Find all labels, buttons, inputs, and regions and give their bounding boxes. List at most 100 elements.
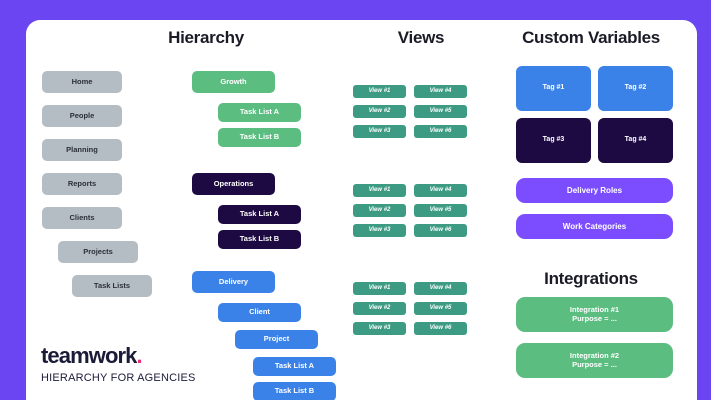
sidebar-item-task-lists[interactable]: Task Lists	[72, 275, 152, 297]
hierarchy-node-operations[interactable]: Operations	[192, 173, 275, 195]
view-button[interactable]: View #5	[414, 302, 467, 315]
hierarchy-node-label: Operations	[213, 178, 254, 188]
logo-word-text: teamwork	[41, 343, 137, 368]
integration-purpose: Purpose = ...	[572, 359, 617, 369]
view-button[interactable]: View #4	[414, 282, 467, 295]
hierarchy-node-label: Task List A	[274, 361, 315, 371]
hierarchy-node-delivery[interactable]: Delivery	[192, 271, 275, 293]
hierarchy-node-delivery-task-list-a[interactable]: Task List A	[253, 357, 336, 376]
tag-label: Tag #2	[624, 84, 647, 92]
hierarchy-node-operations-task-list-b[interactable]: Task List B	[218, 230, 301, 249]
sidebar-item-label: People	[69, 110, 95, 120]
logo-dot-icon: .	[136, 343, 143, 368]
view-label: View #3	[368, 325, 391, 332]
hierarchy-node-client[interactable]: Client	[218, 303, 301, 322]
view-label: View #6	[429, 128, 452, 135]
view-label: View #1	[368, 285, 391, 292]
view-label: View #2	[368, 108, 391, 115]
hierarchy-node-label: Task List B	[239, 132, 280, 142]
tag-card-3[interactable]: Tag #3	[516, 118, 591, 163]
view-button[interactable]: View #4	[414, 184, 467, 197]
hierarchy-node-project[interactable]: Project	[235, 330, 318, 349]
integration-title: Integration #2	[569, 350, 620, 360]
tag-label: Tag #1	[542, 84, 565, 92]
view-button[interactable]: View #6	[414, 322, 467, 335]
view-label: View #4	[429, 88, 452, 95]
hierarchy-node-label: Task List B	[274, 386, 315, 396]
pill-label: Delivery Roles	[566, 185, 623, 195]
integrations-column-title: Integrations	[544, 269, 638, 288]
hierarchy-node-label: Client	[249, 307, 270, 317]
sidebar-item-reports[interactable]: Reports	[42, 173, 122, 195]
hierarchy-node-label: Growth	[220, 76, 247, 86]
view-label: View #2	[368, 305, 391, 312]
view-button[interactable]: View #1	[353, 184, 406, 197]
view-label: View #5	[429, 108, 452, 115]
view-button[interactable]: View #3	[353, 125, 406, 138]
work-categories-pill[interactable]: Work Categories	[516, 214, 673, 239]
view-button[interactable]: View #2	[353, 302, 406, 315]
integration-card-2[interactable]: Integration #2 Purpose = ...	[516, 343, 673, 378]
view-label: View #6	[429, 227, 452, 234]
integration-title: Integration #1	[569, 304, 620, 314]
hierarchy-node-label: Delivery	[218, 276, 249, 286]
view-label: View #1	[368, 187, 391, 194]
view-label: View #4	[429, 285, 452, 292]
logo-subtitle: HIERARCHY FOR AGENCIES	[41, 372, 196, 384]
sidebar-item-clients[interactable]: Clients	[42, 207, 122, 229]
content-card: Hierarchy Views Custom Variables Integra…	[26, 20, 697, 400]
view-button[interactable]: View #1	[353, 85, 406, 98]
view-label: View #5	[429, 305, 452, 312]
sidebar-item-label: Task Lists	[93, 280, 131, 290]
view-button[interactable]: View #3	[353, 224, 406, 237]
view-label: View #5	[429, 207, 452, 214]
hierarchy-node-label: Task List A	[239, 209, 280, 219]
view-button[interactable]: View #5	[414, 204, 467, 217]
view-label: View #2	[368, 207, 391, 214]
view-button[interactable]: View #5	[414, 105, 467, 118]
sidebar-item-label: Home	[71, 76, 93, 86]
delivery-roles-pill[interactable]: Delivery Roles	[516, 178, 673, 203]
sidebar-item-projects[interactable]: Projects	[58, 241, 138, 263]
tag-card-1[interactable]: Tag #1	[516, 66, 591, 111]
custom-variables-column-title: Custom Variables	[522, 28, 660, 47]
tag-card-4[interactable]: Tag #4	[598, 118, 673, 163]
sidebar-item-label: Clients	[69, 212, 95, 222]
tag-label: Tag #3	[542, 136, 565, 144]
view-button[interactable]: View #2	[353, 105, 406, 118]
hierarchy-node-label: Project	[263, 334, 290, 344]
brand-logo: teamwork. HIERARCHY FOR AGENCIES	[41, 345, 196, 385]
view-label: View #3	[368, 128, 391, 135]
integration-purpose: Purpose = ...	[572, 313, 617, 323]
view-button[interactable]: View #3	[353, 322, 406, 335]
hierarchy-column-title: Hierarchy	[168, 28, 244, 47]
tag-card-2[interactable]: Tag #2	[598, 66, 673, 111]
views-column-title: Views	[397, 28, 445, 47]
sidebar-item-label: Planning	[66, 144, 98, 154]
sidebar-item-people[interactable]: People	[42, 105, 122, 127]
sidebar-item-home[interactable]: Home	[42, 71, 122, 93]
hierarchy-node-operations-task-list-a[interactable]: Task List A	[218, 205, 301, 224]
sidebar-item-planning[interactable]: Planning	[42, 139, 122, 161]
view-button[interactable]: View #2	[353, 204, 406, 217]
hierarchy-node-growth-task-list-b[interactable]: Task List B	[218, 128, 301, 147]
view-label: View #3	[368, 227, 391, 234]
hierarchy-node-growth[interactable]: Growth	[192, 71, 275, 93]
view-button[interactable]: View #6	[414, 224, 467, 237]
sidebar-item-label: Reports	[67, 178, 97, 188]
view-label: View #1	[368, 88, 391, 95]
view-label: View #4	[429, 187, 452, 194]
sidebar-item-label: Projects	[83, 246, 113, 256]
view-button[interactable]: View #4	[414, 85, 467, 98]
hierarchy-node-label: Task List A	[239, 107, 280, 117]
logo-wordmark: teamwork.	[41, 345, 196, 367]
integration-card-1[interactable]: Integration #1 Purpose = ...	[516, 297, 673, 332]
hierarchy-node-label: Task List B	[239, 234, 280, 244]
hierarchy-node-growth-task-list-a[interactable]: Task List A	[218, 103, 301, 122]
view-button[interactable]: View #6	[414, 125, 467, 138]
pill-label: Work Categories	[562, 221, 627, 231]
hierarchy-node-delivery-task-list-b[interactable]: Task List B	[253, 382, 336, 400]
view-button[interactable]: View #1	[353, 282, 406, 295]
tag-label: Tag #4	[624, 136, 647, 144]
